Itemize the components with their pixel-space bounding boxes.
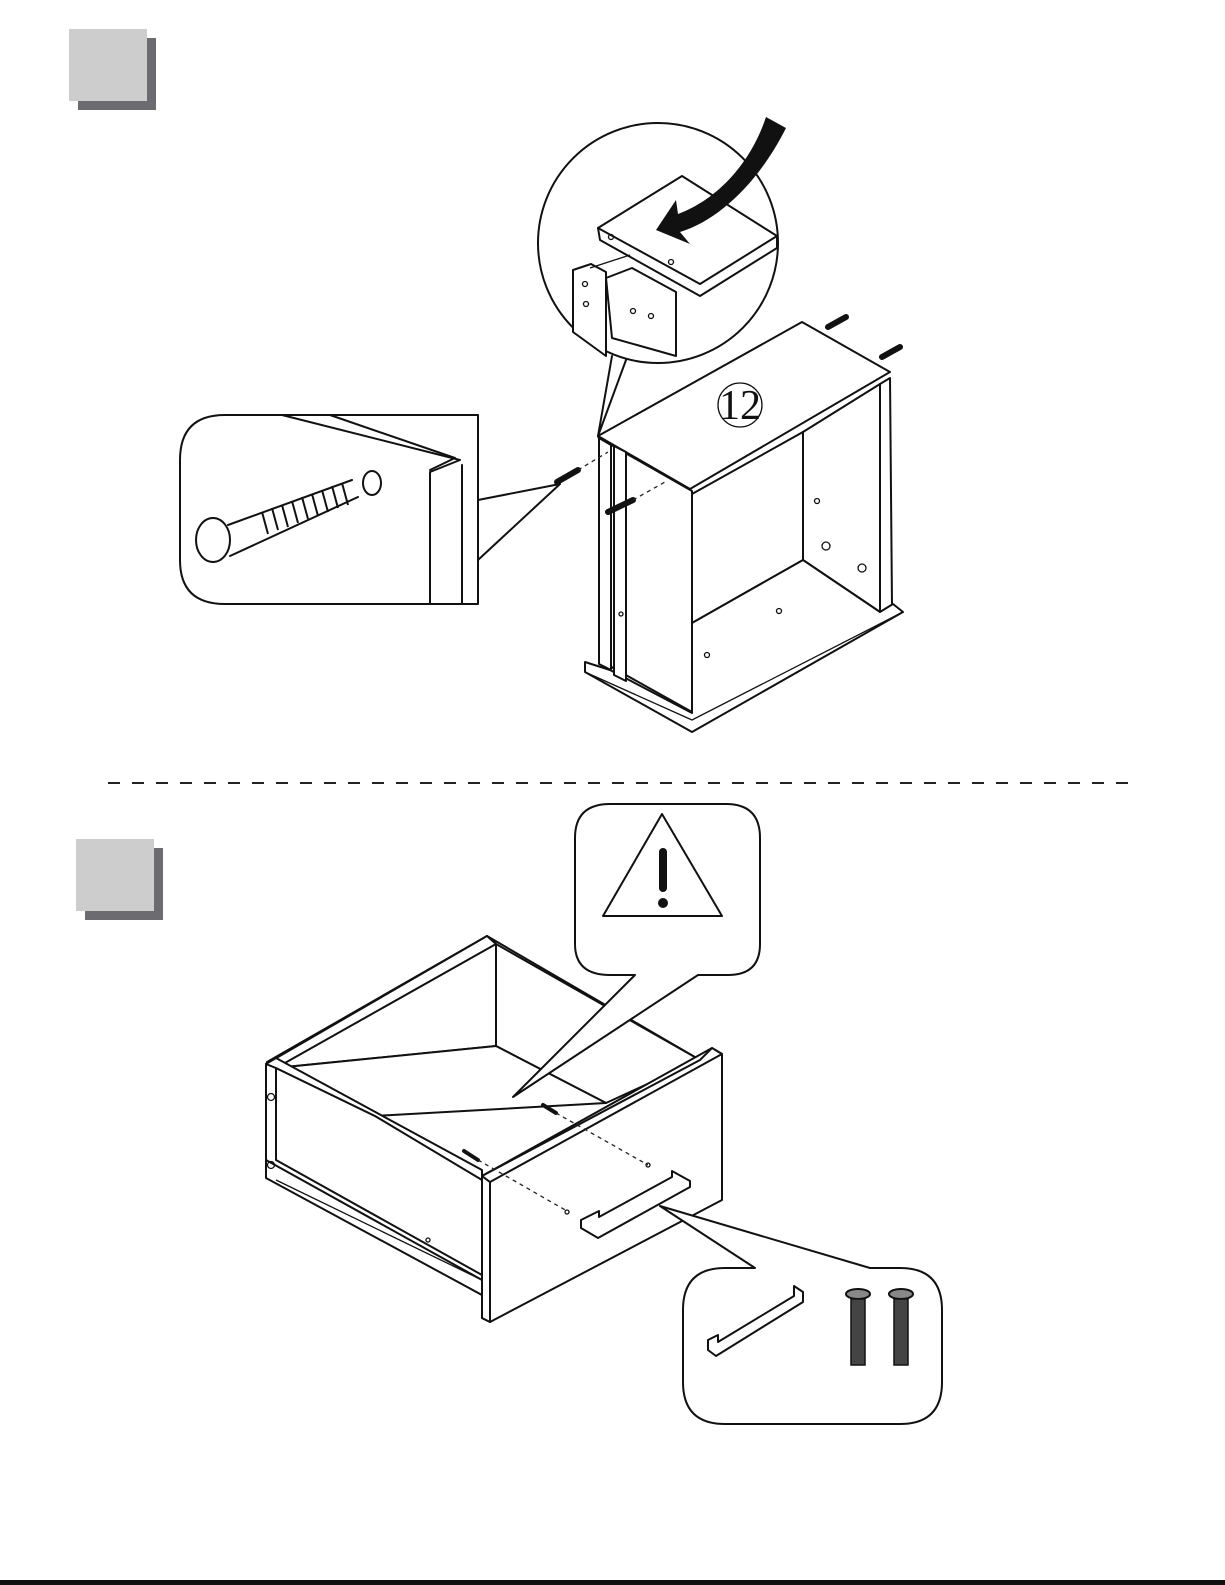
part-number-label: 12 [719, 383, 761, 429]
detail-callout-dowel [180, 415, 560, 604]
page-bottom-rule [0, 1580, 1225, 1585]
cabinet-left-rail [614, 446, 626, 681]
hardware-callout [660, 1206, 942, 1424]
side-panel-detail [573, 264, 606, 356]
